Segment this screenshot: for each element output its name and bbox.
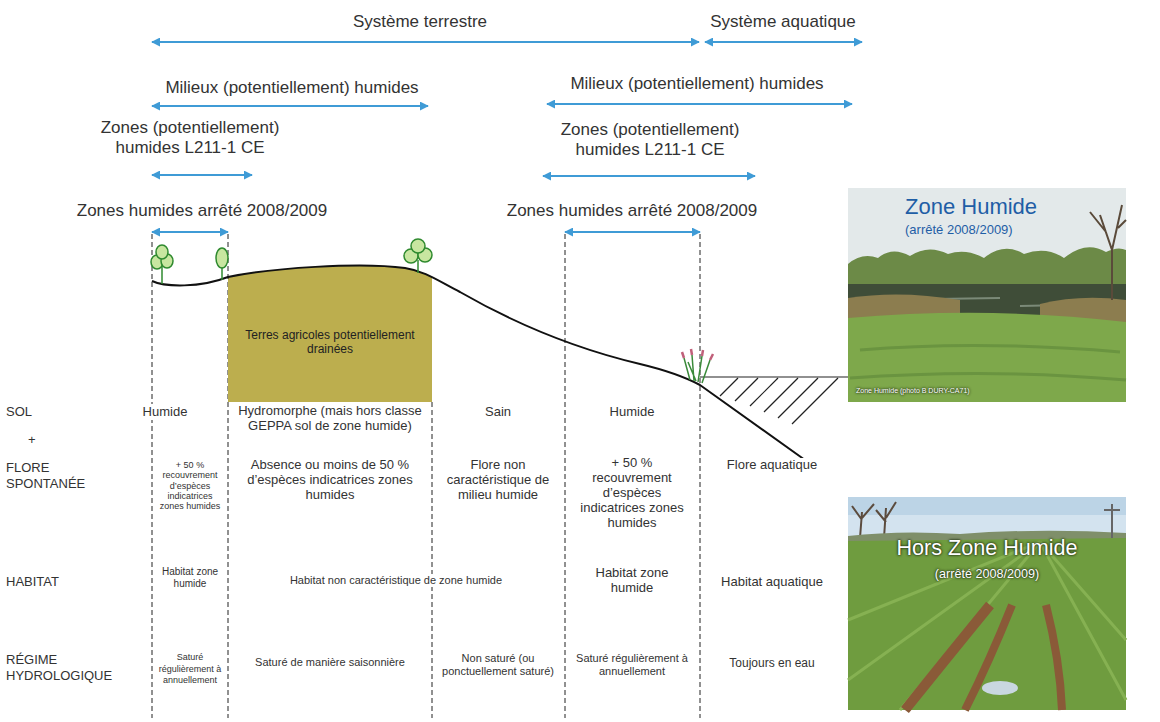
divider-line (700, 234, 701, 718)
system-label: Système terrestre (351, 12, 489, 32)
cell-text: Toujours en eau (727, 656, 816, 670)
field-photo (848, 497, 1126, 710)
hatch-line (764, 378, 798, 412)
zone-label: Zones humides arrêté 2008/2009 (505, 201, 759, 221)
cell-text: Hydromorphe (mais hors classe GEPPA sol … (230, 404, 430, 434)
column-dividers (152, 234, 700, 718)
photo-panel: Hors Zone Humide (arrêté 2008/2009) (848, 497, 1126, 710)
cell-text: Habitat zone humide (155, 566, 225, 590)
cell-text: Flore non caractéristique de milieu humi… (436, 458, 561, 503)
tree-trunk (417, 260, 419, 273)
photo-sky (848, 497, 1126, 710)
reed-stems (684, 355, 710, 383)
extent-arrow (565, 231, 700, 233)
divider-line (565, 234, 566, 718)
extent-arrow (152, 41, 699, 43)
photo-field (848, 538, 1126, 710)
tree (151, 245, 173, 284)
photo-title: Hors Zone Humide (848, 535, 1126, 561)
photo-puddle (982, 681, 1018, 695)
wetland-photo (848, 188, 1126, 402)
tree-crown (216, 248, 228, 268)
photo-rut (905, 605, 990, 710)
row-header: HABITAT (4, 574, 61, 590)
cell-text: Humide (141, 404, 190, 420)
row-header: RÉGIME HYDROLOGIQUE (4, 652, 116, 683)
divider-line (432, 402, 433, 718)
extent-arrow (152, 231, 228, 233)
row-header: FLORE SPONTANÉE (4, 460, 99, 491)
photo-pole (1104, 504, 1120, 538)
cell-text: Saturé de manière saisonnière (253, 656, 407, 669)
photo-bare-trees (852, 502, 896, 538)
photo-grass-texture (850, 345, 1126, 380)
cell-text: + 50 % recouvrement d’espèces indicatric… (154, 460, 226, 512)
photo-subtitle: (arrêté 2008/2009) (848, 567, 1126, 582)
extent-arrow (152, 174, 252, 176)
extent-arrow (705, 41, 862, 43)
hatch-line (720, 378, 738, 396)
tree-trunk (161, 266, 163, 284)
hatch-line (792, 378, 838, 424)
ground-profile (152, 266, 805, 460)
divider-line (152, 234, 153, 718)
tree-crown (156, 245, 168, 259)
cell-text: Absence ou moins de 50 % d’espèces indic… (230, 458, 430, 503)
photo-sky (848, 188, 1126, 402)
cell-text: Habitat aquatique (719, 574, 825, 590)
water-body (700, 377, 862, 424)
tree (216, 248, 228, 280)
cell-text: Saturé régulièrement à annuellement (155, 652, 225, 687)
box-text: Terres agricoles potentiellement drainée… (245, 328, 415, 357)
plus-sign: + (26, 432, 38, 448)
system-label: Système aquatique (708, 12, 858, 32)
reed-heads (682, 349, 713, 360)
photo-credit: Zone Humide (photo B DURY-CA71) (856, 387, 1116, 395)
zone-label: Zones (potentiellement) humides L211-1 C… (70, 118, 310, 159)
photo-panel: Zone Humide (arrêté 2008/2009) Zone Humide… (848, 188, 1126, 402)
row-header: SOL (4, 404, 34, 420)
extent-arrow (547, 103, 852, 105)
zone-label: Milieux (potentiellement) humides (163, 78, 420, 98)
reeds (682, 349, 713, 383)
cell-text: Flore aquatique (725, 458, 819, 473)
hatch-line (778, 378, 818, 418)
cell-text: Habitat zone humide (577, 566, 687, 596)
photo-bare-tree (1090, 205, 1126, 300)
cell-text: Non saturé (ou ponctuellement saturé) (438, 652, 558, 678)
cell-text: Sain (483, 404, 513, 420)
field-box: Terres agricoles potentiellement drainée… (228, 282, 432, 402)
extent-arrow (543, 175, 755, 177)
zone-label: Zones (potentiellement) humides L211-1 C… (530, 120, 770, 161)
photo-field-rows (848, 542, 1126, 710)
tree-crown (411, 239, 425, 253)
photo-grass (848, 313, 1126, 402)
cell-text: Humide (608, 404, 657, 420)
tree (404, 239, 432, 273)
cell-text: Habitat non caractéristique de zone humi… (288, 574, 504, 587)
photo-rut (1046, 605, 1062, 710)
water-surface (700, 376, 862, 377)
extent-arrow (152, 105, 428, 107)
zone-label: Zones humides arrêté 2008/2009 (75, 201, 329, 221)
field-fill (228, 266, 432, 402)
cell-text: Saturé régulièrement à annuellement (570, 652, 695, 678)
photo-subtitle: (arrêté 2008/2009) (905, 222, 1120, 238)
cell-text: + 50 % recouvrement d’espèces indicatric… (570, 456, 695, 531)
photo-title: Zone Humide (905, 194, 1120, 220)
hatch-line (735, 378, 758, 401)
zone-label: Milieux (potentiellement) humides (568, 74, 825, 94)
